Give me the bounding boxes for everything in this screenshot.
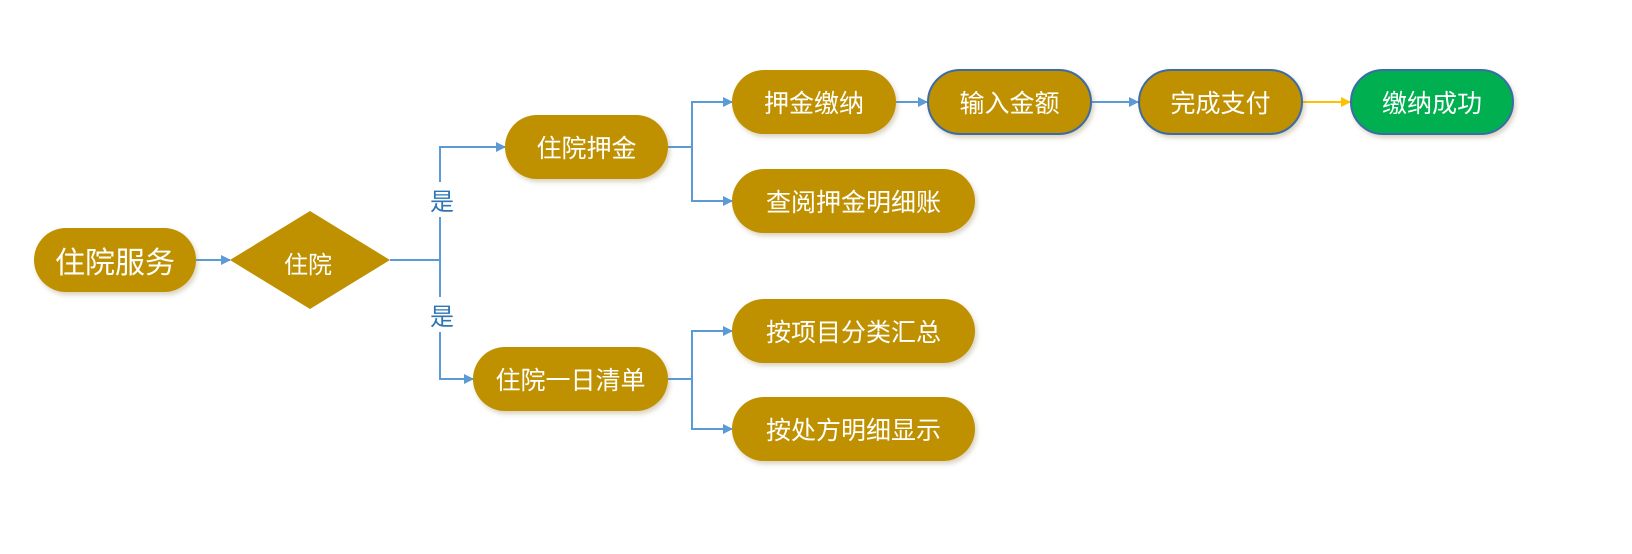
node-daily-list[interactable]: 住院一日清单 — [473, 347, 668, 411]
node-deposit-pay[interactable]: 押金缴纳 — [732, 70, 896, 134]
node-start[interactable]: 住院服务 — [34, 228, 196, 292]
node-deposit-detail[interactable]: 查阅押金明细账 — [732, 169, 975, 233]
connector-to-deposit — [439, 142, 506, 260]
node-pay-success[interactable]: 缴纳成功 — [1350, 69, 1514, 135]
decision-diamond[interactable] — [230, 211, 390, 309]
connector-to-deposit-detail — [691, 147, 733, 206]
edge-label-yes-upper: 是 — [428, 182, 456, 217]
node-complete-pay[interactable]: 完成支付 — [1138, 69, 1303, 135]
edge-label-yes-lower: 是 — [428, 297, 456, 332]
node-enter-amount[interactable]: 输入金额 — [927, 69, 1092, 135]
connector-to-by-category — [691, 326, 733, 379]
node-by-category[interactable]: 按项目分类汇总 — [732, 299, 975, 363]
decision-label: 住院 — [284, 251, 332, 279]
connector-to-deposit-pay — [691, 97, 733, 147]
node-by-prescription[interactable]: 按处方明细显示 — [732, 397, 975, 461]
node-deposit[interactable]: 住院押金 — [505, 115, 668, 179]
connector-to-by-prescription — [691, 379, 733, 434]
